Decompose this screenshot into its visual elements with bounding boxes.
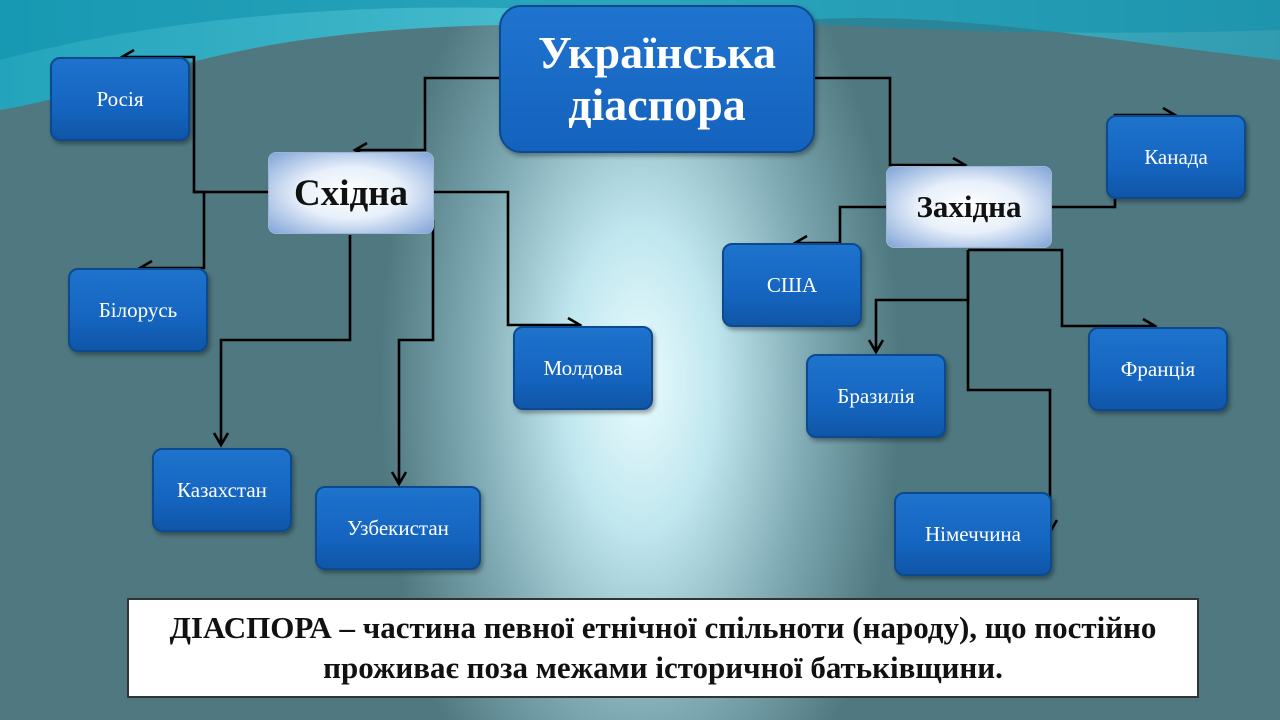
country-label: Канада bbox=[1144, 144, 1208, 169]
country-box-kazakhstan: Казахстан bbox=[152, 448, 292, 532]
country-box-france: Франція bbox=[1088, 327, 1228, 411]
east-branch-box: Східна bbox=[268, 152, 434, 234]
country-label: Узбекистан bbox=[347, 515, 449, 540]
country-box-moldova: Молдова bbox=[513, 326, 653, 410]
country-label: Бразилія bbox=[837, 383, 915, 408]
country-label: Білорусь bbox=[98, 297, 178, 322]
country-box-canada: Канада bbox=[1106, 115, 1246, 199]
definition-text: ДІАСПОРА – частина певної етнічної спіль… bbox=[169, 610, 1157, 685]
east-branch-label: Східна bbox=[293, 172, 409, 214]
main-title-box: Українська діаспора bbox=[499, 5, 815, 153]
country-label: Казахстан bbox=[177, 477, 267, 502]
country-label: Німеччина bbox=[924, 521, 1021, 546]
country-box-belarus: Білорусь bbox=[68, 268, 208, 352]
country-box-uzbekistan: Узбекистан bbox=[315, 486, 481, 570]
country-box-germany: Німеччина bbox=[894, 492, 1052, 576]
country-label: Росія bbox=[96, 86, 144, 111]
country-box-russia: Росія bbox=[50, 57, 190, 141]
west-branch-box: Західна bbox=[886, 166, 1052, 248]
west-branch-label: Західна bbox=[916, 189, 1022, 224]
definition-box: ДІАСПОРА – частина певної етнічної спіль… bbox=[127, 598, 1199, 698]
country-box-usa: США bbox=[722, 243, 862, 327]
country-label: Молдова bbox=[543, 355, 623, 380]
country-label: Франція bbox=[1120, 356, 1196, 381]
country-label: США bbox=[766, 272, 818, 297]
main-title: Українська діаспора bbox=[538, 27, 776, 130]
country-box-brazil: Бразилія bbox=[806, 354, 946, 438]
